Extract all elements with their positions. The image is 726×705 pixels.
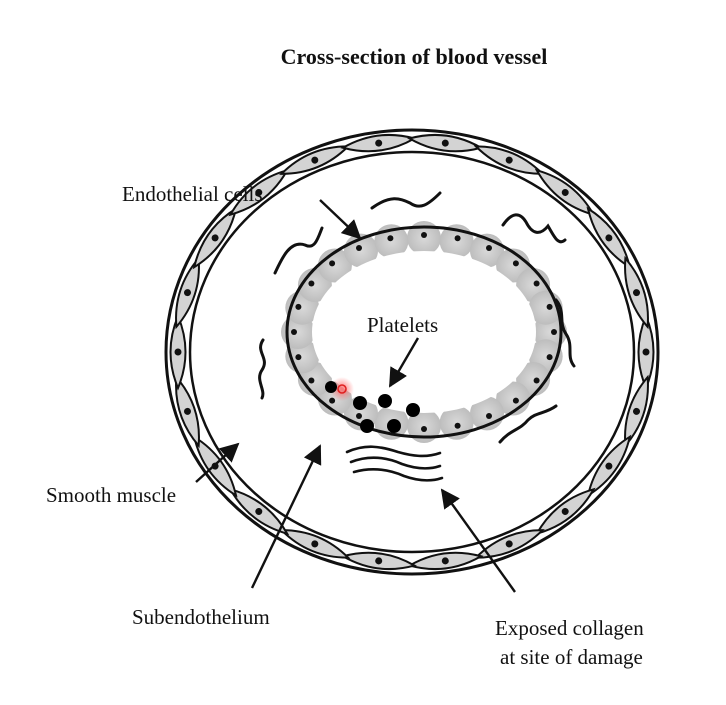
- platelet-cluster: [325, 381, 420, 433]
- collagen-fiber: [498, 404, 558, 444]
- platelet: [406, 403, 420, 417]
- endothelial-nucleus: [512, 260, 519, 267]
- collagen-fiber: [273, 226, 324, 275]
- label-endothelial-cells: Endothelial cells: [122, 182, 263, 206]
- smooth-muscle-cell: [407, 133, 484, 153]
- lumen-interior: [312, 251, 536, 413]
- diagram-title: Cross-section of blood vessel: [281, 44, 548, 69]
- endothelial-nucleus: [454, 422, 461, 429]
- label-subendothelium: Subendothelium: [132, 605, 270, 629]
- exposed-collagen: [345, 445, 444, 482]
- collagen-strand: [349, 456, 442, 470]
- smooth-muscle-cell: [169, 313, 187, 391]
- smooth-muscle-arrow: [195, 442, 240, 483]
- endothelial-nucleus: [329, 260, 336, 267]
- endothelial-nucleus: [291, 329, 297, 335]
- collagen-fiber: [501, 213, 567, 244]
- smooth-muscle-cell: [637, 313, 655, 391]
- endothelial-nucleus: [546, 303, 553, 310]
- endothelial-nucleus: [533, 280, 540, 287]
- vessel-outer-wall: [164, 128, 660, 576]
- endothelial-nucleus: [551, 329, 557, 335]
- collagen-strand: [352, 467, 444, 482]
- label-smooth-muscle: Smooth muscle: [46, 483, 176, 507]
- platelet: [360, 419, 374, 433]
- endothelial-nucleus: [387, 235, 394, 242]
- platelet: [325, 381, 337, 393]
- endothelial-nucleus: [546, 354, 553, 361]
- collagen-fiber: [258, 338, 266, 400]
- subendothelium-arrow: [250, 444, 322, 589]
- damage-glow: [330, 377, 354, 401]
- smooth-muscle-ring: [164, 128, 660, 576]
- endothelial-nucleus: [512, 397, 519, 404]
- endothelial-nucleus: [308, 377, 315, 384]
- platelet: [353, 396, 367, 410]
- endothelial-nucleus: [295, 354, 302, 361]
- endothelial-arrow: [319, 199, 362, 240]
- collagen-arrow: [440, 488, 516, 593]
- endothelial-nucleus: [295, 303, 302, 310]
- endothelial-nucleus: [329, 397, 336, 404]
- endothelial-nucleus: [486, 413, 492, 419]
- label-platelets: Platelets: [367, 313, 438, 337]
- label-exposed-collagen: Exposed collagen: [495, 616, 644, 640]
- platelets-arrow: [388, 337, 420, 388]
- collagen-fiber: [554, 298, 576, 368]
- label-site-of-damage: at site of damage: [500, 645, 643, 669]
- collagen-fiber: [370, 191, 442, 210]
- label-arrows: [195, 199, 516, 593]
- endothelial-nucleus: [421, 232, 427, 238]
- endothelial-nucleus: [356, 413, 362, 419]
- platelet: [378, 394, 392, 408]
- collagen-fibers: [258, 191, 576, 444]
- endothelial-nucleus: [308, 280, 315, 287]
- platelet: [387, 419, 401, 433]
- lumen-outline: [285, 225, 563, 439]
- endothelial-nucleus: [356, 245, 362, 251]
- smooth-muscle-cell: [624, 255, 649, 330]
- endothelial-nucleus: [486, 245, 492, 251]
- damage-marker: [337, 384, 347, 394]
- collagen-strand: [345, 445, 442, 458]
- endothelial-nucleus: [454, 235, 461, 242]
- endothelial-nucleus: [421, 426, 427, 432]
- endothelial-nucleus: [533, 377, 540, 384]
- vessel-inner-wall: [188, 150, 636, 554]
